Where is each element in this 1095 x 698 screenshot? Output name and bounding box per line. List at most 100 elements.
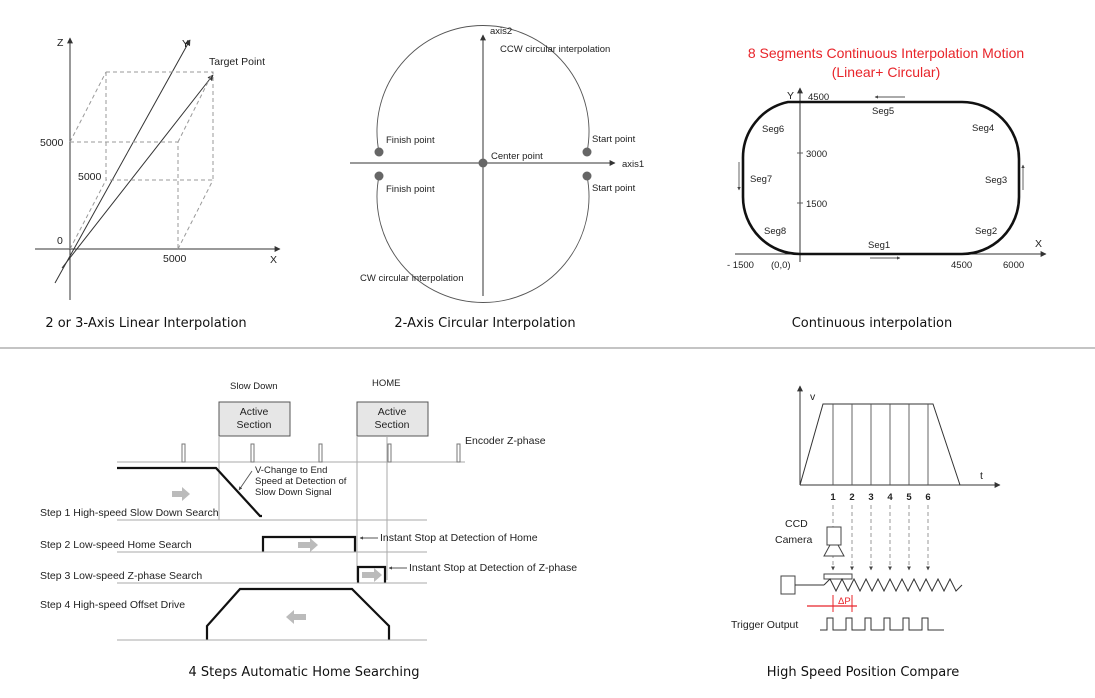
axis2-label: axis2 <box>490 26 512 37</box>
step1-direction <box>172 487 190 501</box>
step4-label: Step 4 High-speed Offset Drive <box>40 599 185 611</box>
step1-label: Step 1 High-speed Slow Down Search <box>40 507 219 519</box>
active-label-2a: Active <box>378 406 407 418</box>
y-5000-label: 5000 <box>78 171 102 183</box>
home-search-diagram: Slow Down HOME Active Section Active Sec… <box>40 378 577 641</box>
step2-direction <box>298 538 318 552</box>
trigger-pulse-train <box>820 617 944 631</box>
point-3-label: 3 <box>868 492 873 503</box>
cont-x-label: X <box>1035 238 1042 250</box>
seg3-label: Seg3 <box>985 175 1007 186</box>
ccw-label: CCW circular interpolation <box>500 44 610 55</box>
active-label-1b: Section <box>236 419 271 431</box>
x4500-label: 4500 <box>951 260 972 271</box>
stage-block <box>823 573 853 580</box>
vchange-line2: Speed at Detection of <box>255 476 347 487</box>
step4-profile <box>205 587 391 640</box>
slowdown-label: Slow Down <box>230 381 278 392</box>
start-upper-label: Start point <box>592 134 636 145</box>
velocity-trapezoid <box>799 403 961 486</box>
seg1-label: Seg1 <box>868 240 890 251</box>
point-2-label: 2 <box>849 492 854 503</box>
center-point <box>478 158 488 168</box>
origin-xy-label: (0,0) <box>771 260 791 271</box>
x6000-label: 6000 <box>1003 260 1024 271</box>
encoder-pulses <box>117 443 465 463</box>
active-section-slowdown <box>218 401 291 437</box>
caption-compare: High Speed Position Compare <box>767 665 960 680</box>
axis1-label: axis1 <box>622 159 644 170</box>
y4500-label: 4500 <box>808 92 829 103</box>
target-point-label: Target Point <box>209 56 265 68</box>
motor-icon <box>780 575 824 595</box>
cw-arc <box>376 175 590 303</box>
z-5000-label: 5000 <box>40 137 64 149</box>
active-section-home <box>356 401 429 437</box>
v-label: v <box>810 391 816 403</box>
camera-icon <box>823 526 845 557</box>
encoder-label: Encoder Z-phase <box>465 435 546 447</box>
camera-label: Camera <box>775 534 813 546</box>
y-label: Y <box>182 38 189 50</box>
vchange-line3: Slow Down Signal <box>255 487 332 498</box>
caption-linear: 2 or 3-Axis Linear Interpolation <box>45 316 246 331</box>
continuous-path <box>741 100 1021 256</box>
step1-profile <box>117 466 262 518</box>
cw-label: CW circular interpolation <box>360 273 463 284</box>
y3000-label: 3000 <box>806 149 827 160</box>
step2-profile <box>261 535 357 552</box>
continuous-interpolation-diagram: 8 Segments Continuous Interpolation Moti… <box>727 45 1047 271</box>
stop-z-label: Instant Stop at Detection of Z-phase <box>409 562 577 574</box>
compare-gridlines <box>832 404 929 485</box>
xneg1500-label: - 1500 <box>727 260 754 271</box>
point-5-label: 5 <box>906 492 912 503</box>
step3-profile <box>356 565 387 583</box>
active-label-2b: Section <box>374 419 409 431</box>
seg7-label: Seg7 <box>750 174 772 185</box>
linear-interpolation-diagram: Z Y X Target Point 5000 5000 0 5000 <box>35 37 281 300</box>
caption-continuous: Continuous interpolation <box>792 316 953 331</box>
caption-circular: 2-Axis Circular Interpolation <box>394 316 575 331</box>
start-lower-label: Start point <box>592 183 636 194</box>
finish-upper-label: Finish point <box>386 135 435 146</box>
point-4-label: 4 <box>887 492 893 503</box>
x-label: X <box>270 254 277 266</box>
target-vector <box>61 74 214 269</box>
trigger-output-label: Trigger Output <box>731 619 798 631</box>
finish-point-upper <box>374 147 384 157</box>
origin-label: 0 <box>57 235 63 247</box>
finish-point-lower <box>374 171 384 181</box>
position-compare-diagram: v t 1 2 3 4 5 6 CCD Camera <box>731 385 1001 631</box>
stop-home-label: Instant Stop at Detection of Home <box>380 532 538 544</box>
seg8-label: Seg8 <box>764 226 786 237</box>
step3-direction <box>362 568 382 582</box>
y1500-label: 1500 <box>806 199 827 210</box>
trigger-arrows <box>831 505 930 571</box>
delta-p-label: ΔP <box>838 596 851 607</box>
start-point-upper <box>582 147 592 157</box>
ccw-arc <box>376 25 590 153</box>
y-axis <box>54 39 191 284</box>
lead-screw <box>823 577 963 593</box>
step3-label: Step 3 Low-speed Z-phase Search <box>40 570 202 582</box>
caption-homing: 4 Steps Automatic Home Searching <box>189 665 420 680</box>
finish-lower-label: Finish point <box>386 184 435 195</box>
continuous-subtitle: (Linear+ Circular) <box>832 64 941 80</box>
z-label: Z <box>57 37 64 49</box>
bounding-box <box>69 71 214 250</box>
home-label: HOME <box>372 378 401 389</box>
start-point-lower <box>582 171 592 181</box>
center-label: Center point <box>491 151 543 162</box>
x-5000-label: 5000 <box>163 253 187 265</box>
vchange-arrow <box>238 470 253 491</box>
seg4-label: Seg4 <box>972 123 994 134</box>
circular-interpolation-diagram: axis2 axis1 CCW circular interpolation C… <box>350 25 644 303</box>
seg5-label: Seg5 <box>872 106 894 117</box>
active-label-1a: Active <box>240 406 269 418</box>
continuous-title: 8 Segments Continuous Interpolation Moti… <box>748 45 1024 61</box>
ccd-label: CCD <box>785 518 808 530</box>
seg2-label: Seg2 <box>975 226 997 237</box>
t-label: t <box>980 470 983 482</box>
step4-direction <box>286 610 306 624</box>
